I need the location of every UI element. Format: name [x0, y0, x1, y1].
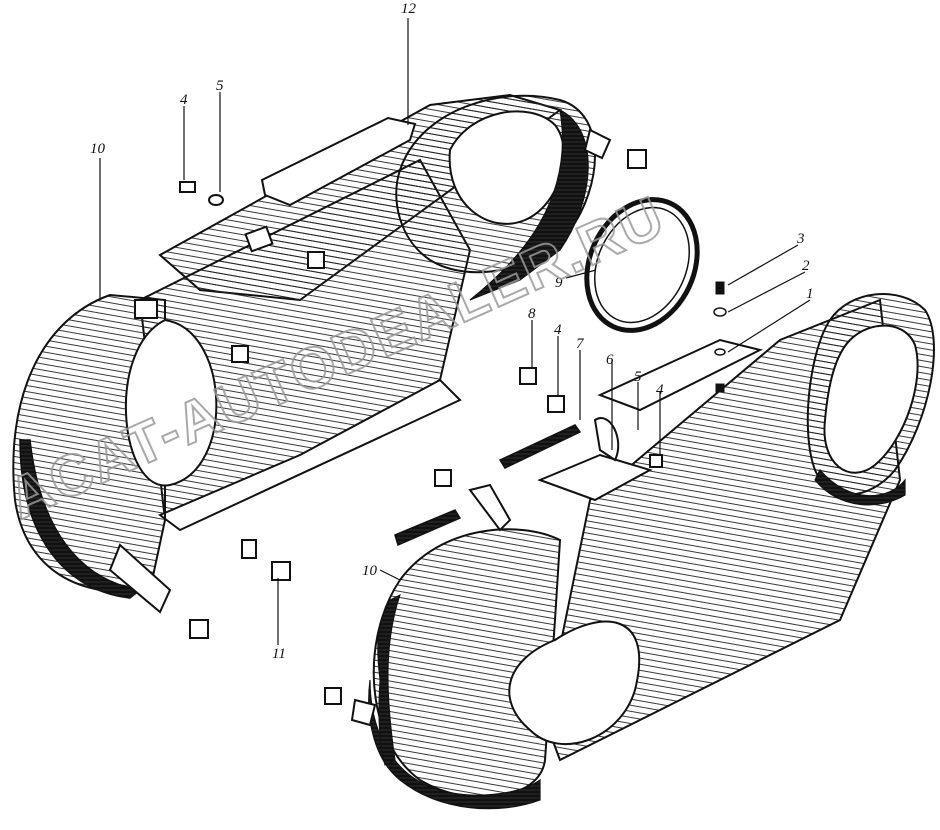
- callout-10-upper: 10: [90, 141, 106, 157]
- callout-4-upper: 4: [180, 92, 188, 108]
- callout-3: 3: [796, 231, 805, 247]
- callout-6: 6: [606, 352, 614, 368]
- callout-12: 12: [401, 1, 417, 17]
- left-belt-cover: [12, 93, 647, 639]
- callout-5-upper: 5: [216, 78, 224, 94]
- callout-4-middle: 4: [554, 322, 562, 338]
- callout-2: 2: [802, 258, 810, 274]
- callout-1: 1: [806, 286, 814, 302]
- callout-5-lower: 5: [634, 369, 642, 385]
- ring-gasket: [584, 197, 700, 333]
- callout-10-lower: 10: [362, 563, 378, 579]
- callout-4-lower: 4: [656, 382, 664, 398]
- callout-11: 11: [272, 646, 286, 662]
- callout-8: 8: [528, 306, 536, 322]
- right-belt-cover: [324, 281, 935, 810]
- callout-labels: 12 10 4 5 3 2 1 9 8 4 7 6 5 4 10 11: [90, 1, 814, 662]
- leader-lines: [99, 18, 811, 645]
- callout-7: 7: [576, 336, 585, 352]
- callout-9: 9: [555, 275, 563, 291]
